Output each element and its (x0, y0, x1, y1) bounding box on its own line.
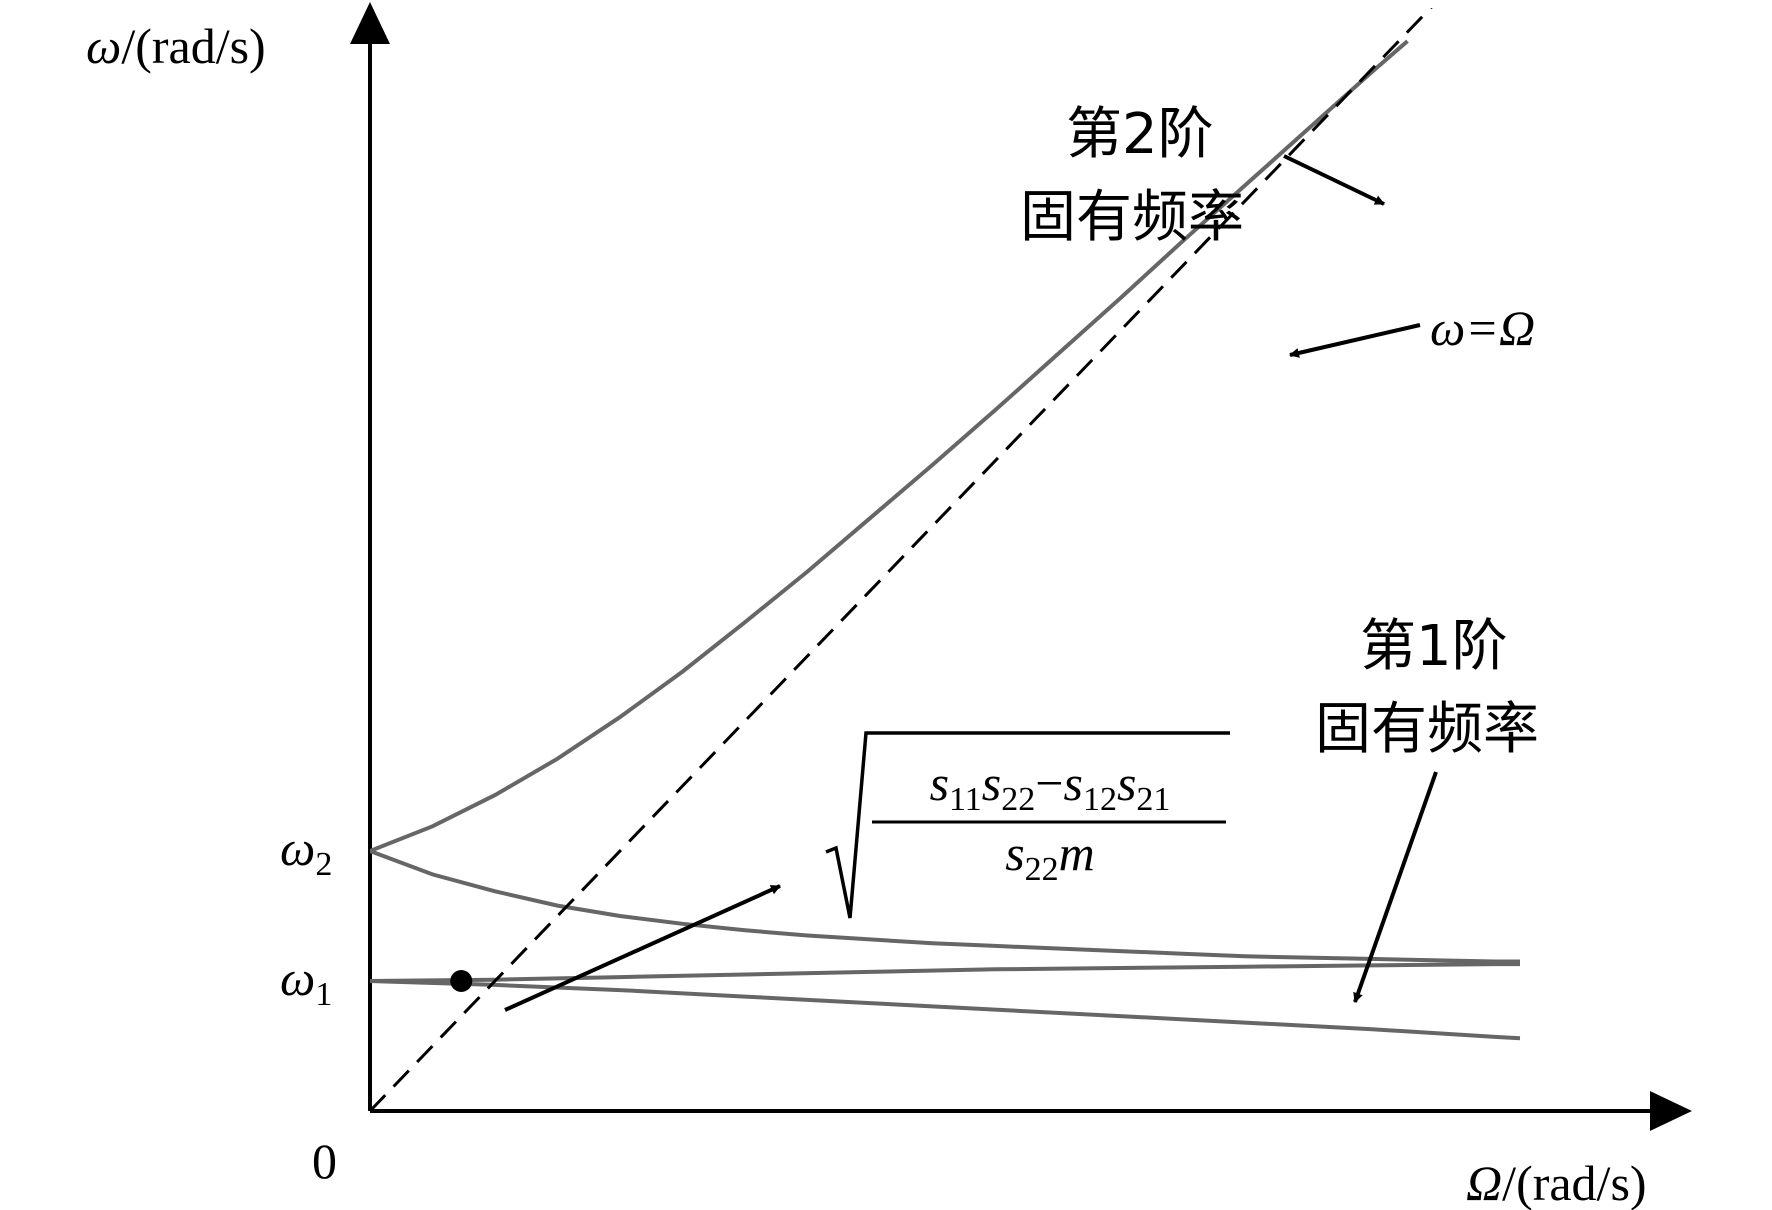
annotation-first-mode-line-1: 第1阶 (1360, 614, 1508, 679)
annotation-first-mode-arrow (1353, 771, 1438, 1003)
formula-term: m (1059, 825, 1095, 881)
formula-subscript: 21 (1136, 781, 1170, 818)
y-axis-arrow-icon (350, 2, 390, 44)
y-tick-label-base: ω (280, 950, 315, 1006)
series-line-2 (370, 849, 1520, 964)
series-line-4 (370, 979, 1521, 1041)
annotation-second-mode: 第2阶 固有频率 (1020, 102, 1385, 250)
formula-term: s (1117, 755, 1136, 811)
annotation-first-mode: 第1阶 固有频率 (1315, 614, 1539, 1003)
x-axis-unit: /(rad/s) (1502, 1155, 1646, 1210)
y-tick-labels: ω2 ω1 (280, 820, 332, 1013)
y-tick-label: ω1 (280, 950, 332, 1013)
series-line-1 (370, 39, 1409, 853)
y-tick-label-base: ω (280, 820, 315, 876)
formula-denominator: s22m (1005, 825, 1095, 888)
annotation-formula-arrow (504, 884, 781, 1012)
annotation-second-mode-arrow (1283, 154, 1385, 206)
formula-term: s (1005, 825, 1024, 881)
annotation-second-mode-line-1: 第2阶 (1066, 102, 1214, 167)
formula-subscript: 12 (1083, 781, 1117, 818)
formula-operator: − (1035, 755, 1063, 811)
series-identity-line (370, 8, 1433, 1111)
formula-subscript: 22 (1001, 781, 1035, 818)
annotation-first-mode-line-2: 固有频率 (1315, 697, 1539, 762)
intersection-point (450, 970, 473, 992)
formula-term: s (982, 755, 1001, 811)
annotation-second-mode-line-2: 固有频率 (1020, 185, 1244, 250)
y-tick-label: ω2 (280, 820, 332, 883)
series-line-3 (370, 962, 1520, 983)
formula-subscript: 22 (1025, 851, 1059, 888)
formula-numerator: s11s22−s12s21 (930, 755, 1171, 818)
y-axis-label: ω/(rad/s) (86, 18, 266, 74)
formula-subscript: 11 (949, 781, 982, 818)
x-axis-symbol: Ω (1466, 1155, 1502, 1210)
annotation-identity-line: ω=Ω (1289, 300, 1535, 358)
annotation-identity-line-arrow (1289, 323, 1421, 358)
y-axis-unit: /(rad/s) (121, 18, 265, 74)
x-axis-arrow-icon (1650, 1091, 1692, 1131)
y-axis-symbol: ω (86, 18, 121, 74)
origin-label: 0 (312, 1133, 337, 1189)
annotation-formula: s11s22−s12s21 s22m (504, 731, 1230, 1012)
x-axis-label: Ω/(rad/s) (1466, 1155, 1647, 1210)
formula-term: s (1063, 755, 1082, 811)
formula-term: s (930, 755, 949, 811)
series-layer (370, 8, 1521, 1111)
y-tick-label-sub: 1 (315, 976, 332, 1013)
formula-radical (825, 731, 1230, 919)
annotation-identity-line-text: ω=Ω (1430, 300, 1535, 356)
y-tick-label-sub: 2 (315, 846, 332, 883)
